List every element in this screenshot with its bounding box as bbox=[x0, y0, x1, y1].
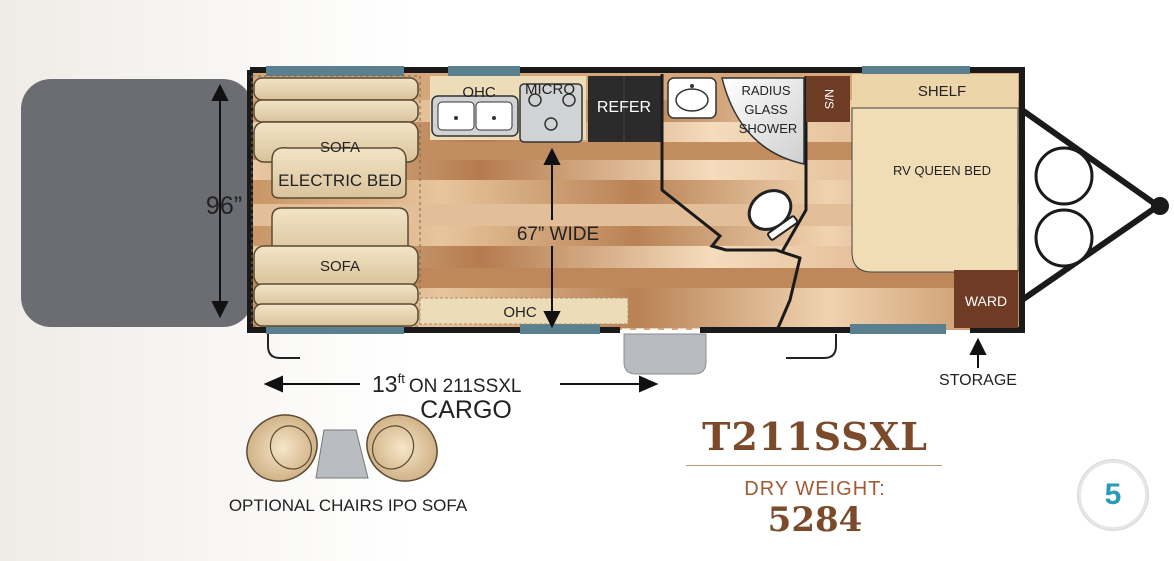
entry-step bbox=[623, 333, 707, 375]
height-dimension-arrow bbox=[211, 83, 229, 319]
sink-icon bbox=[431, 95, 519, 137]
stabilizer-jacks bbox=[267, 334, 837, 359]
ns-label: N/S bbox=[822, 89, 836, 109]
ohc-kitchen-label: OHC bbox=[462, 84, 496, 101]
cargo-length-arrow bbox=[263, 375, 659, 393]
rv-queen-bed-label: RV QUEEN BED bbox=[893, 163, 991, 178]
cargo-label: CARGO bbox=[420, 396, 512, 424]
shelf bbox=[852, 74, 1018, 108]
ohc-bottom-cabinet bbox=[419, 297, 629, 325]
stove-icon bbox=[519, 83, 583, 143]
sofa-bottom bbox=[253, 207, 419, 327]
trailer-hitch bbox=[1020, 107, 1169, 303]
cargo-size-unit: ft bbox=[398, 371, 406, 386]
refrigerator bbox=[588, 76, 662, 142]
storage-arrow bbox=[969, 337, 987, 368]
sofa-top-label: SOFA bbox=[320, 139, 360, 156]
cargo-ramp bbox=[21, 79, 253, 327]
page-number: 5 bbox=[1104, 478, 1122, 511]
cargo-model-text: ON 211SSXL bbox=[409, 376, 522, 397]
page-number-badge: 5 bbox=[1078, 460, 1148, 530]
micro-label: MICRO bbox=[525, 81, 575, 98]
toilet-icon bbox=[747, 189, 799, 241]
sofa-top bbox=[253, 77, 419, 199]
propane-tank-icon bbox=[1034, 208, 1094, 268]
rv-queen-bed bbox=[851, 107, 1019, 273]
shelf-label: SHELF bbox=[918, 83, 966, 100]
ns-cabinet bbox=[806, 76, 850, 122]
electric-bed-label: ELECTRIC BED bbox=[278, 171, 402, 190]
windows bbox=[266, 66, 970, 334]
sofa-bed-area bbox=[251, 75, 421, 327]
wardrobe bbox=[954, 270, 1018, 328]
sofa-bottom-label: SOFA bbox=[320, 258, 360, 275]
model-divider bbox=[686, 465, 942, 466]
glass-label: GLASS bbox=[744, 102, 788, 117]
width-dimension-label: 67” WIDE bbox=[517, 224, 599, 245]
dry-weight-value: 5284 bbox=[767, 500, 863, 540]
optional-chairs bbox=[246, 414, 438, 482]
radius-label: RADIUS bbox=[741, 83, 790, 98]
shower-label: SHOWER bbox=[739, 121, 798, 136]
ohc-bottom-label: OHC bbox=[503, 304, 537, 321]
storage-label: STORAGE bbox=[939, 372, 1017, 389]
propane-tank-icon bbox=[1034, 146, 1094, 206]
bathroom-sink-icon bbox=[667, 77, 717, 119]
optional-chairs-label: OPTIONAL CHAIRS IPO SOFA bbox=[229, 496, 468, 515]
model-name: T211SSXL bbox=[702, 414, 928, 459]
height-dimension-label: 96” bbox=[206, 192, 242, 220]
width-dimension-arrow bbox=[543, 147, 561, 329]
ward-label: WARD bbox=[965, 293, 1007, 309]
cargo-size-value: 13 bbox=[372, 371, 398, 397]
dry-weight-label: DRY WEIGHT: bbox=[744, 478, 886, 500]
radius-glass-shower bbox=[721, 77, 805, 165]
refer-label: REFER bbox=[597, 99, 651, 116]
